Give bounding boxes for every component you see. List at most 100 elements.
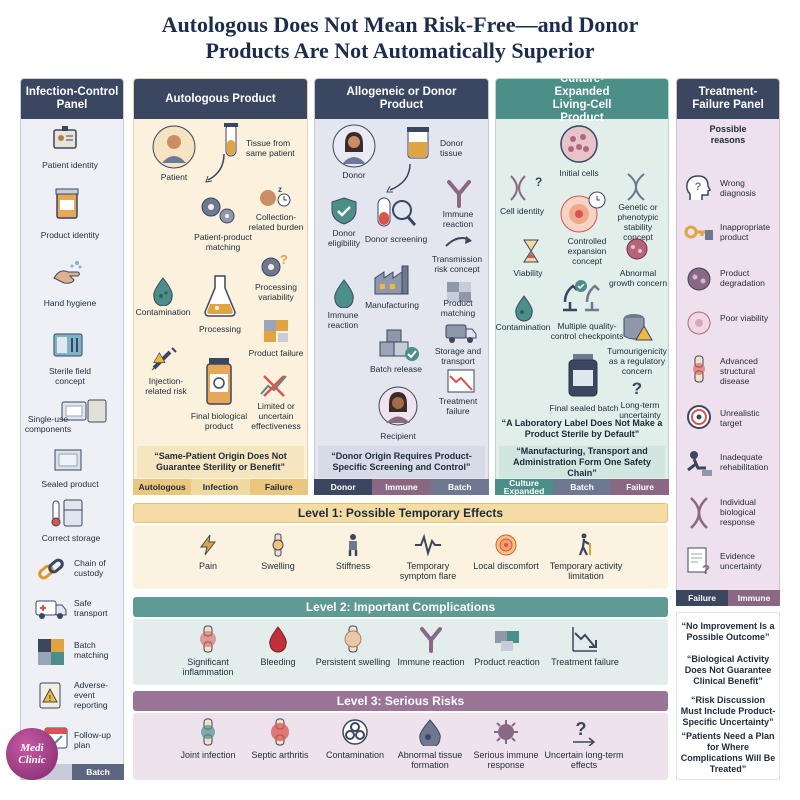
infection-item-label: Product identity bbox=[40, 230, 100, 240]
flask-icon bbox=[204, 275, 236, 317]
level-1-label: Pain bbox=[198, 561, 217, 571]
storage-truck-icon bbox=[445, 324, 477, 343]
manufacturing-label: Manufacturing bbox=[365, 300, 419, 310]
donor-tissue-label: Donor tissue bbox=[440, 138, 464, 158]
failure-reason-label: Wrong diagnosis bbox=[720, 178, 756, 198]
autologous-tags: Autologous Infection Failure bbox=[133, 479, 308, 495]
level-2-item: Bleeding bbox=[238, 625, 318, 667]
infection-item-label: Single-use components bbox=[24, 414, 72, 434]
immune-drop-icon bbox=[334, 279, 354, 308]
target-rings-icon bbox=[495, 534, 517, 556]
culture-tags: Culture Expanded Batch Failure bbox=[495, 479, 669, 495]
hand-wash-icon bbox=[53, 261, 82, 284]
donor-screening-label: Donor screening bbox=[364, 234, 428, 244]
final-sealed-batch-label: Final sealed batch bbox=[549, 403, 619, 413]
level-3-label: Joint infection bbox=[180, 750, 236, 760]
controlled-expansion-label: Controlled expansion concept bbox=[567, 236, 607, 266]
batch-release-label: Batch release bbox=[370, 364, 422, 374]
possible-reasons-subhead: Possible reasons bbox=[709, 124, 747, 145]
quote-no-improvement: “No Improvement Is a Possible Outcome” bbox=[681, 621, 775, 642]
svg-text:?: ? bbox=[280, 252, 288, 267]
infection-footer-batch: Batch bbox=[72, 764, 124, 780]
genetic-stability-label: Genetic or phenotypic stability concept bbox=[617, 202, 659, 242]
recipient-label: Recipient bbox=[380, 431, 416, 441]
test-tube-icon bbox=[224, 123, 238, 157]
level-2-item: Persistent swelling bbox=[313, 625, 393, 667]
flow-arrow-icon bbox=[386, 163, 411, 193]
failure-reason-label: Advanced structural disease bbox=[720, 356, 758, 386]
persistent-swelling-icon bbox=[344, 625, 362, 653]
infection-item-label: Chain of custody bbox=[74, 558, 106, 578]
level-2-label: Significant inflammation bbox=[182, 657, 234, 677]
gear-question-icon: ? bbox=[261, 252, 288, 277]
infection-item-label: Safe transport bbox=[74, 598, 108, 618]
level-3-item: Abnormal tissue formation bbox=[390, 718, 470, 770]
level-1-item: Local discomfort bbox=[466, 533, 546, 571]
level-1-body bbox=[133, 525, 668, 589]
limited-effectiveness-label: Limited or uncertain effectiveness bbox=[251, 401, 301, 431]
level-1-label: Temporary symptom flare bbox=[399, 561, 457, 581]
tag-batch: Batch bbox=[430, 479, 489, 495]
patient-avatar-icon bbox=[152, 125, 196, 169]
cell-identity-label: Cell identity bbox=[500, 206, 544, 216]
svg-text:?: ? bbox=[702, 562, 710, 576]
contamination-drop-icon bbox=[153, 277, 173, 306]
logo-line-1: Medi bbox=[20, 742, 44, 754]
infection-item-label: Batch matching bbox=[74, 640, 109, 660]
gears-icon bbox=[201, 197, 235, 224]
level-2-body bbox=[133, 619, 668, 685]
level-1-item: Pain bbox=[168, 533, 248, 571]
shield-check-icon bbox=[331, 197, 357, 225]
svg-text:?: ? bbox=[695, 181, 702, 193]
dna-individual-icon bbox=[690, 497, 708, 529]
level-1-label: Swelling bbox=[261, 561, 295, 571]
swollen-knee-icon bbox=[272, 533, 284, 557]
pulse-wave-icon bbox=[415, 533, 441, 557]
transmission-arrow-icon bbox=[445, 236, 472, 247]
infection-panel-header: Infection-Control Panel bbox=[21, 79, 123, 119]
question-arrow-icon: ? bbox=[573, 719, 596, 746]
tag-failure: Failure bbox=[676, 590, 728, 606]
failure-reason-label: Product degradation bbox=[720, 268, 765, 288]
warning-clipboard-icon: ! bbox=[39, 682, 61, 709]
infection-item-label: Follow-up plan bbox=[74, 730, 111, 750]
tag-failure: Failure bbox=[249, 479, 308, 495]
stiff-person-icon bbox=[348, 534, 358, 556]
biohazard-jar-icon bbox=[206, 358, 232, 405]
product-reaction-icon bbox=[495, 631, 519, 651]
infection-item-label: Sterile field concept bbox=[48, 366, 92, 386]
autologous-header: Autologous Product bbox=[134, 79, 307, 119]
failure-reason-label: Poor viability bbox=[720, 313, 769, 323]
screening-magnifier-icon bbox=[377, 197, 417, 227]
blood-drop-icon bbox=[269, 626, 287, 653]
donor-eligibility-label: Donor eligibility bbox=[327, 228, 361, 248]
treatment-failure-label: Treatment failure bbox=[438, 396, 478, 416]
level-1-item: Temporary symptom flare bbox=[388, 533, 468, 581]
key-lock-icon bbox=[684, 225, 713, 240]
product-id-icon bbox=[55, 188, 79, 219]
sealed-batch-jar-icon bbox=[568, 354, 598, 397]
level-2-item: Product reaction bbox=[467, 625, 547, 667]
single-use-pack-icon bbox=[61, 399, 107, 423]
infection-item-label: Patient identity bbox=[42, 160, 98, 170]
tag-donor: Donor bbox=[314, 479, 373, 495]
failure-reason-label: Inadequate rehabilitation bbox=[720, 452, 769, 472]
allogeneic-quote: “Donor Origin Requires Product-Specific … bbox=[318, 446, 485, 478]
failure-chart-icon bbox=[572, 627, 597, 652]
tag-batch: Batch bbox=[553, 479, 611, 495]
sterile-tray-icon bbox=[53, 333, 83, 357]
failure-chart-icon bbox=[447, 369, 475, 393]
level-2-header: Level 2: Important Complications bbox=[133, 597, 668, 617]
culture-header: Culture-Expanded Living-Cell Product bbox=[496, 79, 668, 124]
factory-icon bbox=[374, 265, 409, 295]
level-2-label: Product reaction bbox=[474, 657, 540, 667]
antibody-icon bbox=[447, 180, 471, 208]
puzzle-icon bbox=[38, 639, 64, 665]
level-1-item: Temporary activity limitation bbox=[546, 533, 626, 581]
product-failure-label: Product failure bbox=[248, 348, 304, 358]
quality-checkpoints-label: Multiple quality-control checkpoints bbox=[550, 321, 624, 341]
tag-culture-expanded: Culture Expanded bbox=[495, 479, 553, 495]
sleep-clock-icon: z bbox=[260, 185, 291, 207]
transmission-risk-label: Transmission risk concept bbox=[431, 254, 483, 274]
tissue-label: Tissue from same patient bbox=[246, 138, 295, 158]
